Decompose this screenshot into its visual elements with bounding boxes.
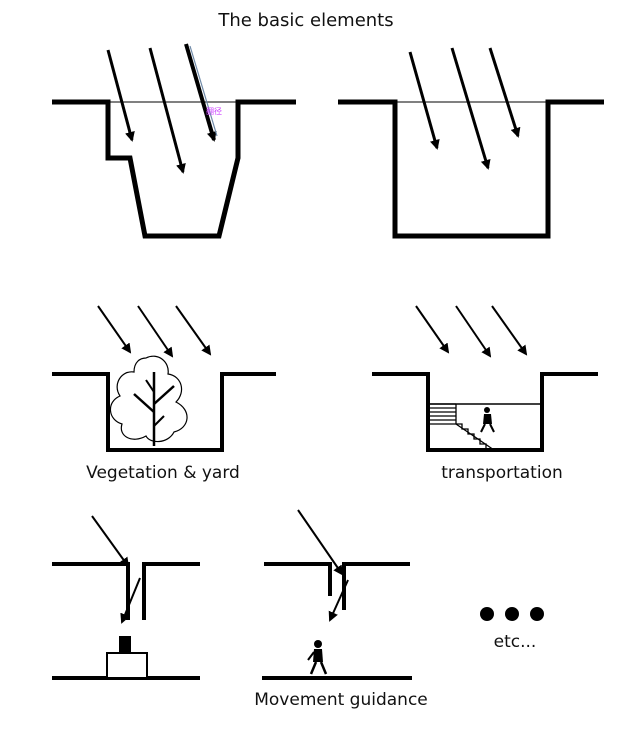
sun-ray-arrow-icon [97,305,132,354]
section-stepped-courtyard [52,43,296,239]
caption-transportation: transportation [441,463,563,483]
walking-person-icon [480,407,495,433]
section-straight-courtyard [338,47,604,239]
caption-movement: Movement guidance [254,690,428,710]
sun-ray-arrow-icon [488,47,521,138]
caption-etc: etc... [493,632,537,652]
reflected-ray-arrow-icon [120,577,141,624]
pavilion-top [119,636,131,653]
sun-ray-arrow-icon [408,51,440,150]
tree-icon [109,355,188,446]
left-slab [52,562,130,620]
caption-vegetation: Vegetation & yard [86,463,240,483]
walking-person-icon [307,640,328,675]
diagram-title: The basic elements [218,10,394,31]
watermark-text: 翻径 [206,107,222,116]
section-movement-walker [262,509,412,680]
sun-ray-arrow-icon [106,49,135,142]
stepped-void-outline [52,99,296,239]
sun-ray-arrow-icon [297,509,344,576]
sun-ray-arrow-icon [137,305,174,358]
sun-ray-arrow-icon [184,43,217,142]
sun-ray-arrow-icon [415,305,450,354]
sun-ray-arrow-icon [450,47,491,170]
right-slab [342,562,410,610]
right-slab [142,562,200,620]
sun-ray-arrow-icon [148,47,186,174]
pavilion-box [106,652,148,679]
straight-void-outline [338,99,604,239]
stair-icon [428,403,495,451]
yard-outline [52,372,276,452]
ray-highlight [189,45,218,137]
left-slab [264,562,332,596]
sun-ray-arrow-icon [455,305,492,358]
sun-ray-arrow-icon [91,515,130,568]
transport-outline [372,372,598,452]
section-transportation [372,305,598,452]
reflected-ray-arrow-icon [328,579,349,622]
section-movement-pavilion [52,515,200,680]
ellipsis-dots-icon [480,607,544,621]
section-vegetation-yard [52,305,276,452]
sun-ray-arrow-icon [175,305,212,356]
sun-ray-arrow-icon [491,305,528,356]
